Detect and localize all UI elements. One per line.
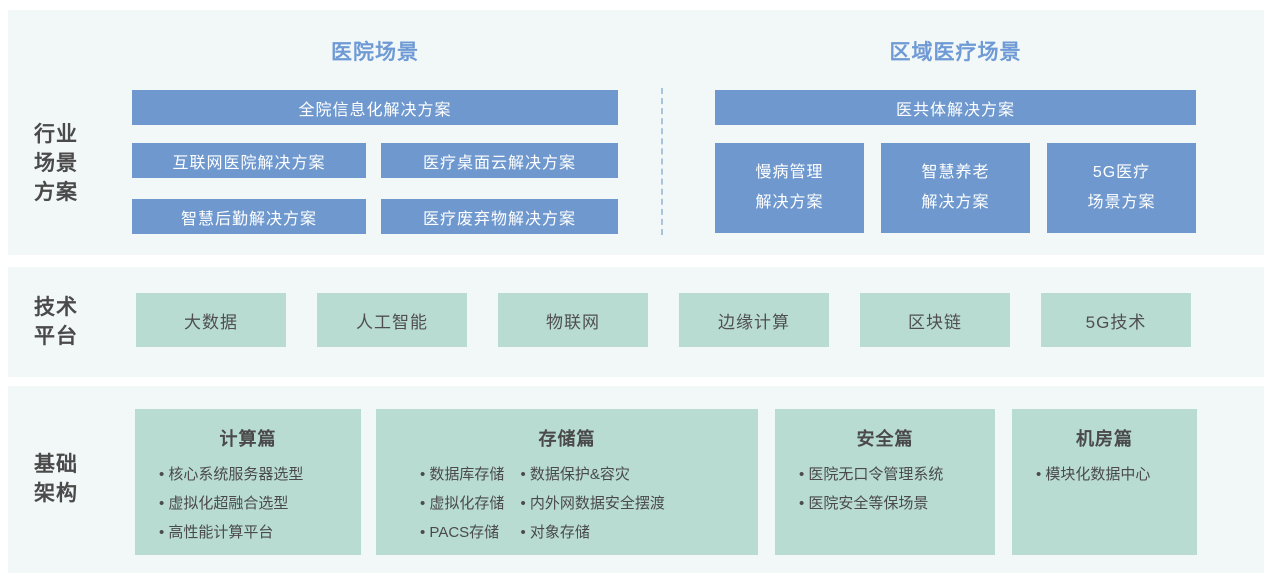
infra-bullet: 数据库存储 bbox=[420, 460, 504, 489]
infra-card-bullet-list: 医院无口令管理系统 医院安全等保场景 bbox=[775, 460, 995, 518]
tech-band-label: 技术 平台 bbox=[34, 293, 78, 351]
infra-bullet: 虚拟化超融合选型 bbox=[159, 489, 361, 518]
tech-box-edge-computing: 边缘计算 bbox=[679, 293, 829, 347]
solution-box-medical-community: 医共体解决方案 bbox=[715, 90, 1196, 125]
tech-box-big-data: 大数据 bbox=[136, 293, 286, 347]
infra-card-title: 存储篇 bbox=[538, 429, 596, 449]
infra-card-bullet-list: 数据库存储 虚拟化存储 PACS存储 bbox=[376, 460, 504, 547]
solution-box-medical-desktop-cloud: 医疗桌面云解决方案 bbox=[381, 143, 618, 178]
infra-band-label: 基础 架构 bbox=[34, 450, 78, 508]
solution-box-line: 慢病管理 bbox=[755, 164, 824, 181]
infra-bullet: 高性能计算平台 bbox=[159, 518, 361, 547]
infra-bullet: 内外网数据安全摆渡 bbox=[520, 489, 665, 518]
section-divider-dashed bbox=[661, 88, 663, 235]
infra-card-bullet-list: 数据保护&容灾 内外网数据安全摆渡 对象存储 bbox=[520, 460, 665, 547]
solution-box-line: 解决方案 bbox=[921, 194, 990, 211]
infra-card-title: 安全篇 bbox=[856, 429, 914, 449]
tech-band-label-line: 技术 bbox=[34, 296, 78, 319]
solution-box-5g-medical: 5G医疗 场景方案 bbox=[1047, 143, 1196, 233]
infra-bullet: 医院无口令管理系统 bbox=[799, 460, 995, 489]
regional-section-title: 区域医疗场景 bbox=[889, 41, 1022, 64]
infra-bullet: 医院安全等保场景 bbox=[799, 489, 995, 518]
infra-card-datacenter: 机房篇 模块化数据中心 bbox=[1012, 409, 1197, 555]
infra-card-title: 计算篇 bbox=[219, 429, 277, 449]
infra-card-storage: 存储篇 数据库存储 虚拟化存储 PACS存储 数据保护&容灾 内外网数据安全摆渡… bbox=[376, 409, 758, 555]
infra-card-bullet-list: 模块化数据中心 bbox=[1012, 460, 1197, 489]
infra-band-label-line: 基础 bbox=[34, 453, 78, 476]
industry-scenarios-band: 行业 场景 方案 医院场景 全院信息化解决方案 互联网医院解决方案 医疗桌面云解… bbox=[8, 10, 1264, 255]
industry-band-label: 行业 场景 方案 bbox=[34, 120, 78, 207]
tech-box-ai: 人工智能 bbox=[317, 293, 467, 347]
infrastructure-band: 基础 架构 计算篇 核心系统服务器选型 虚拟化超融合选型 高性能计算平台 存储篇… bbox=[8, 386, 1264, 573]
infra-bullet: PACS存储 bbox=[420, 518, 504, 547]
hospital-section-title: 医院场景 bbox=[331, 41, 419, 64]
tech-band-label-line: 平台 bbox=[34, 325, 78, 348]
industry-band-label-line: 场景 bbox=[34, 152, 78, 175]
solution-box-medical-waste: 医疗废弃物解决方案 bbox=[381, 199, 618, 234]
solution-box-internet-hospital: 互联网医院解决方案 bbox=[132, 143, 366, 178]
solution-box-line: 场景方案 bbox=[1087, 194, 1156, 211]
solution-box-line: 5G医疗 bbox=[1092, 164, 1151, 181]
infra-bullet: 虚拟化存储 bbox=[420, 489, 504, 518]
solution-box-smart-logistics: 智慧后勤解决方案 bbox=[132, 199, 366, 234]
tech-box-blockchain: 区块链 bbox=[860, 293, 1010, 347]
tech-box-iot: 物联网 bbox=[498, 293, 648, 347]
infra-bullet: 模块化数据中心 bbox=[1036, 460, 1197, 489]
infra-bullet: 对象存储 bbox=[520, 518, 664, 547]
infra-card-compute: 计算篇 核心系统服务器选型 虚拟化超融合选型 高性能计算平台 bbox=[135, 409, 361, 555]
tech-box-5g: 5G技术 bbox=[1041, 293, 1191, 347]
infra-bullet: 核心系统服务器选型 bbox=[159, 460, 361, 489]
industry-band-label-line: 方案 bbox=[34, 181, 78, 204]
solution-box-line: 智慧养老 bbox=[921, 164, 990, 181]
infra-band-label-line: 架构 bbox=[34, 482, 78, 505]
infra-card-bullet-columns: 数据库存储 虚拟化存储 PACS存储 数据保护&容灾 内外网数据安全摆渡 对象存… bbox=[376, 451, 758, 547]
infra-bullet: 数据保护&容灾 bbox=[520, 460, 664, 489]
infra-card-bullet-list: 核心系统服务器选型 虚拟化超融合选型 高性能计算平台 bbox=[135, 460, 361, 547]
solution-box-hospital-full: 全院信息化解决方案 bbox=[132, 90, 618, 125]
solution-box-chronic-disease: 慢病管理 解决方案 bbox=[715, 143, 864, 233]
technology-platform-band: 技术 平台 大数据 人工智能 物联网 边缘计算 区块链 5G技术 bbox=[8, 267, 1264, 377]
solution-box-line: 解决方案 bbox=[755, 194, 824, 211]
industry-band-label-line: 行业 bbox=[34, 123, 78, 146]
solution-box-smart-eldercare: 智慧养老 解决方案 bbox=[881, 143, 1030, 233]
infra-card-title: 机房篇 bbox=[1076, 429, 1133, 449]
infra-card-security: 安全篇 医院无口令管理系统 医院安全等保场景 bbox=[775, 409, 995, 555]
